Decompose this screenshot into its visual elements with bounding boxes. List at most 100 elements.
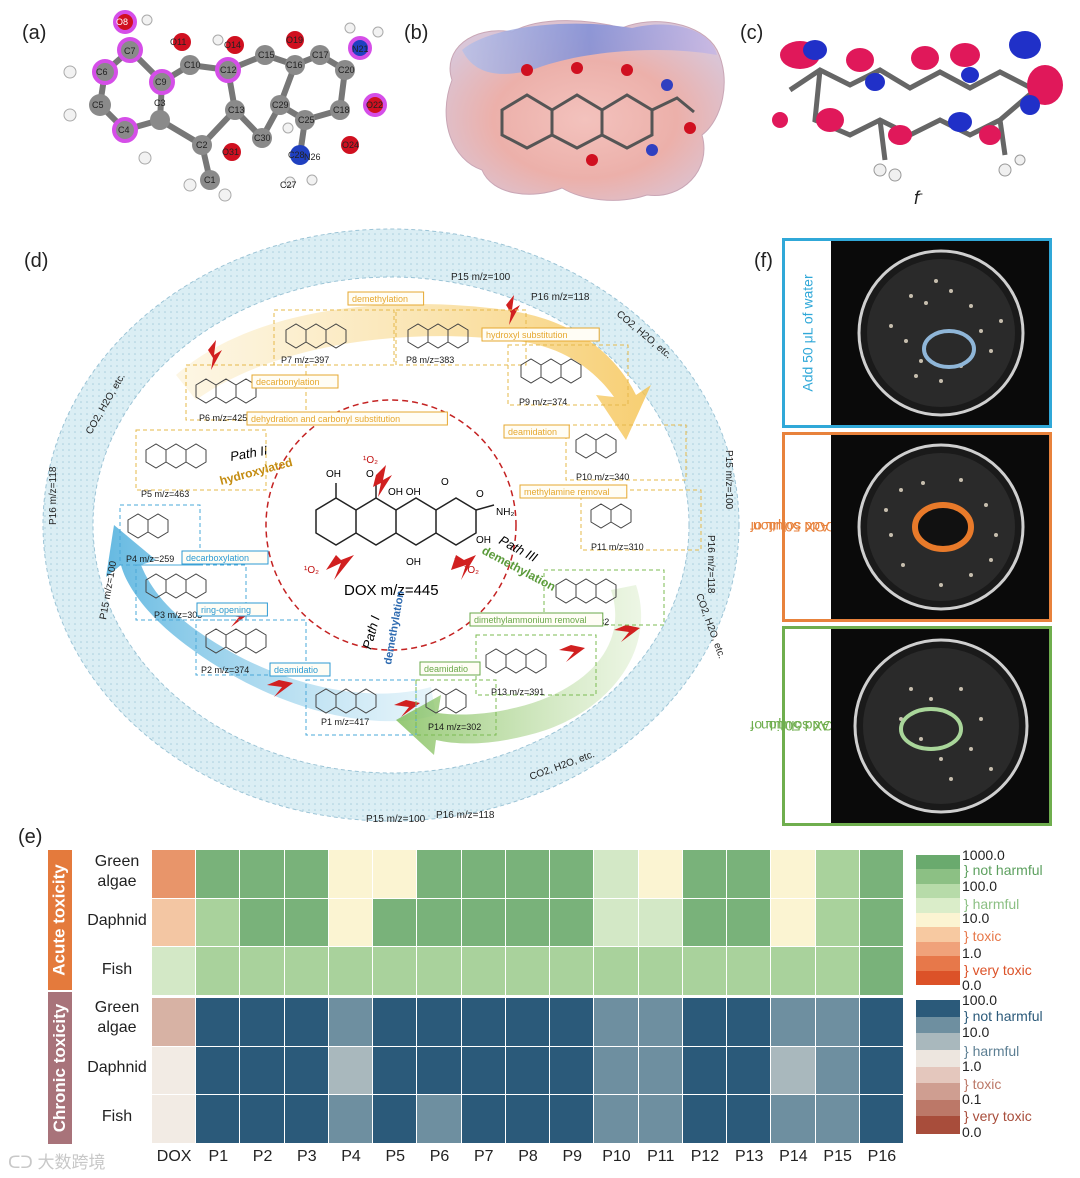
product-label-p5: P5 m/z=463 xyxy=(141,489,189,499)
heatmap-cell xyxy=(594,1046,638,1095)
svg-text:C5: C5 xyxy=(92,100,104,110)
heatmap-cell xyxy=(550,898,594,947)
svg-text:O24: O24 xyxy=(342,140,359,150)
heatmap-cell xyxy=(682,1095,727,1143)
heatmap-cell xyxy=(859,947,903,995)
ring-term-7: P16 m/z=118 xyxy=(436,810,495,821)
ring-term-6: P15 m/z=100 xyxy=(366,814,426,825)
heatmap-cell xyxy=(594,1095,638,1143)
heatmap-cell xyxy=(771,898,815,947)
petri-label-water: Add 50 μL of water xyxy=(800,274,817,392)
chronic-tick-0.1: 0.1 xyxy=(962,1091,982,1107)
legend-swatch xyxy=(916,1066,960,1084)
heatmap-cell xyxy=(417,898,461,947)
heatmap-cell xyxy=(638,898,682,947)
heatmap-cell xyxy=(152,947,196,995)
heatmap-cell xyxy=(771,947,815,995)
svg-text:C9: C9 xyxy=(155,77,167,87)
column-label-p6: P6 xyxy=(429,1148,450,1165)
heatmap-cell xyxy=(594,947,638,995)
heatmap-cell xyxy=(373,998,417,1046)
row-label-acute-daphnid: Daphnid xyxy=(87,912,147,929)
heatmap-cell xyxy=(373,947,417,995)
product-label-p9: P9 m/z=374 xyxy=(519,397,567,407)
svg-text:¹O₂: ¹O₂ xyxy=(363,455,378,466)
step-box-8 xyxy=(269,662,331,677)
chronic-class-very-toxic: } very toxic xyxy=(964,1108,1032,1124)
svg-text:OH OH: OH OH xyxy=(388,487,421,498)
acute-class-toxic: } toxic xyxy=(964,928,1002,944)
heatmap-cell xyxy=(727,850,771,898)
svg-text:O: O xyxy=(366,469,374,480)
watermark-icon: ᑕᑐ xyxy=(8,1153,38,1172)
column-label-p1: P1 xyxy=(208,1148,229,1165)
svg-text:¹O₂: ¹O₂ xyxy=(464,565,479,576)
heatmap-cell xyxy=(859,998,903,1046)
heatmap-cell xyxy=(727,1046,771,1095)
legend-swatch xyxy=(916,1099,960,1117)
petri-photo-treated xyxy=(831,629,1049,823)
heatmap-cell xyxy=(859,1046,903,1095)
heatmap-cell xyxy=(373,898,417,947)
chronic-tick-1: 1.0 xyxy=(962,1058,982,1074)
panel-label-f: (f) xyxy=(754,250,773,272)
heatmap-cell xyxy=(461,947,505,995)
heatmap-cell xyxy=(328,1095,373,1143)
heatmap-cell xyxy=(196,947,240,995)
acute-class-harmful: } harmful xyxy=(964,896,1020,912)
heatmap-cell xyxy=(815,947,859,995)
heatmap-cell xyxy=(461,898,505,947)
heatmap-cell xyxy=(284,1095,328,1143)
legend-swatch xyxy=(916,941,960,957)
heatmap-cell xyxy=(196,998,240,1046)
heatmap-cell xyxy=(550,1095,594,1143)
step-label-0: demethylation xyxy=(352,294,408,304)
heatmap-cell xyxy=(240,1095,284,1143)
column-label-dox: DOX xyxy=(156,1148,192,1165)
step-label-9: dimethylammonium removal xyxy=(474,615,587,625)
column-label-p10: P10 xyxy=(602,1148,631,1165)
heatmap-cell xyxy=(373,1095,417,1143)
product-label-p13: P13 m/z=391 xyxy=(491,687,544,697)
heatmap-cell xyxy=(240,1046,284,1095)
heatmap-cell xyxy=(594,850,638,898)
step-box-4 xyxy=(503,424,570,439)
heatmap-cell xyxy=(461,850,505,898)
step-label-7: ring-opening xyxy=(201,605,251,615)
heatmap-cell xyxy=(505,850,550,898)
svg-text:C20: C20 xyxy=(338,65,355,75)
acute-tick-1000: 1000.0 xyxy=(962,847,1005,863)
product-label-p4: P4 m/z=259 xyxy=(126,554,174,564)
svg-text:O11: O11 xyxy=(170,37,186,47)
heatmap-cell xyxy=(815,998,859,1046)
heatmap-cell xyxy=(727,898,771,947)
step-label-2: decarbonylation xyxy=(256,377,320,387)
svg-text:O14: O14 xyxy=(224,40,241,50)
heatmap-cell xyxy=(594,998,638,1046)
chronic-class-toxic: } toxic xyxy=(964,1076,1002,1092)
heatmap-cell xyxy=(417,1046,461,1095)
heatmap-cell xyxy=(328,898,373,947)
product-label-p8: P8 m/z=383 xyxy=(406,355,454,365)
column-label-p16: P16 xyxy=(867,1148,897,1165)
heatmap-cell xyxy=(550,1046,594,1095)
svg-text:C2: C2 xyxy=(196,140,208,150)
ring-term-0: P15 m/z=100 xyxy=(451,272,511,283)
svg-text:C3: C3 xyxy=(154,98,166,108)
heatmap-cell xyxy=(550,947,594,995)
svg-text:O19: O19 xyxy=(286,35,303,45)
svg-text:C27: C27 xyxy=(280,180,297,190)
heatmap-cell xyxy=(638,998,682,1046)
svg-text:C30: C30 xyxy=(254,133,271,143)
acute-toxicity-bar: Acute toxicity xyxy=(48,850,72,990)
heatmap-cell xyxy=(550,850,594,898)
heatmap-cell xyxy=(373,850,417,898)
heatmap-cell xyxy=(417,998,461,1046)
electrostatic-potential-surface xyxy=(445,20,725,201)
heatmap-cell xyxy=(417,947,461,995)
chronic-legend-colorbar xyxy=(916,1000,960,1134)
chronic-class-harmful: } harmful xyxy=(964,1043,1020,1059)
heatmap-cell xyxy=(284,947,328,995)
